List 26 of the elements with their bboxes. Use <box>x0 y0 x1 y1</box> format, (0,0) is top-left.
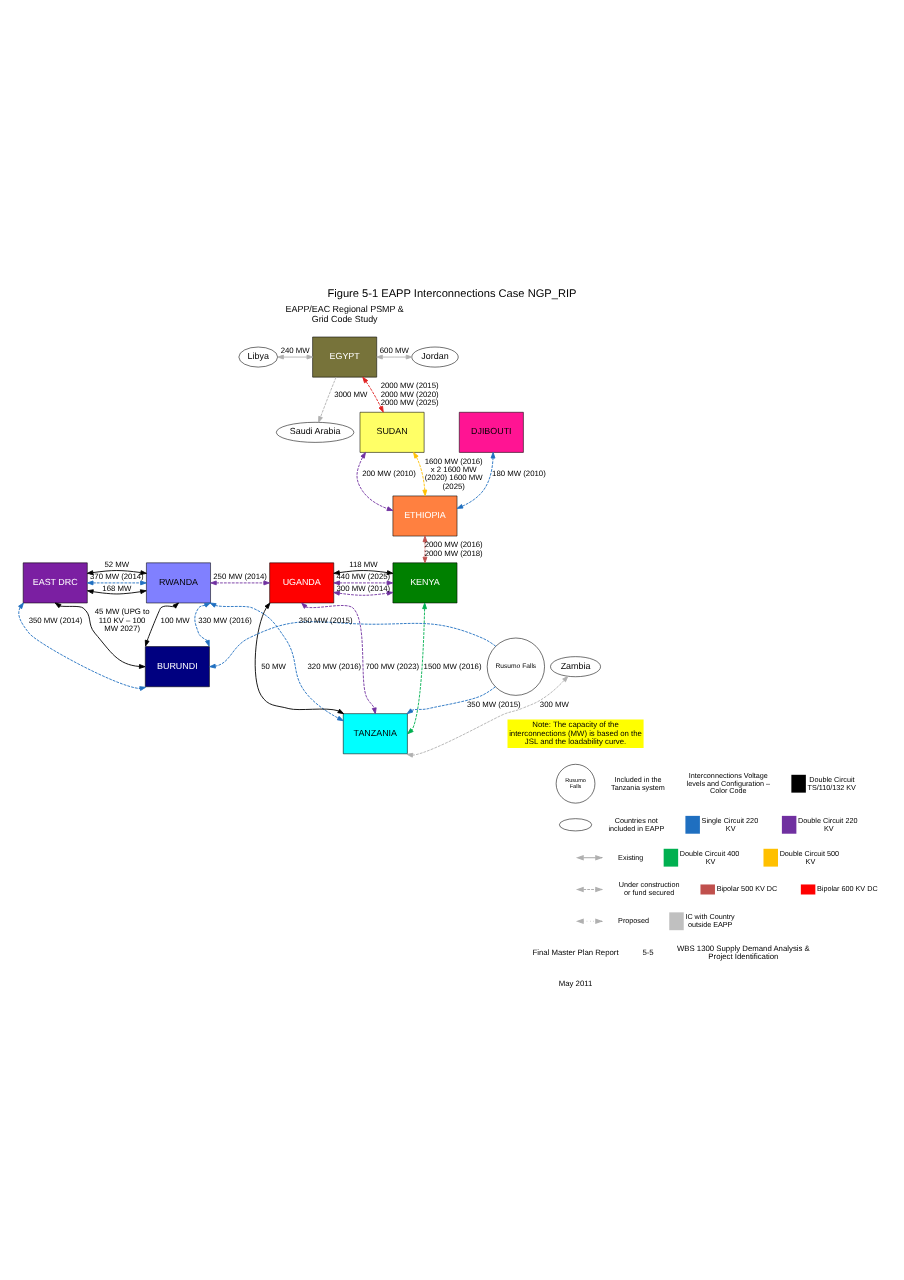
arrow <box>333 590 394 596</box>
arrow <box>277 354 314 360</box>
arrow <box>194 602 211 647</box>
arrow <box>210 580 270 586</box>
arrow <box>413 451 428 497</box>
arrow <box>144 602 179 647</box>
arrow <box>376 354 413 360</box>
arrow <box>318 376 337 423</box>
arrow <box>356 452 394 511</box>
arrow <box>333 570 394 575</box>
arrow <box>333 580 394 586</box>
arrow <box>209 621 497 669</box>
arrow <box>422 535 428 564</box>
arrow <box>254 602 344 715</box>
arrow <box>86 570 147 575</box>
arrow <box>406 675 569 758</box>
arrow <box>362 376 384 413</box>
arrow <box>209 602 344 722</box>
arrow <box>456 452 496 509</box>
arrow <box>18 602 146 691</box>
arrow <box>87 589 147 595</box>
arrow <box>406 686 496 715</box>
arrow <box>87 580 147 586</box>
arrow <box>301 602 377 715</box>
arrow <box>407 602 427 735</box>
arrow <box>54 602 146 669</box>
